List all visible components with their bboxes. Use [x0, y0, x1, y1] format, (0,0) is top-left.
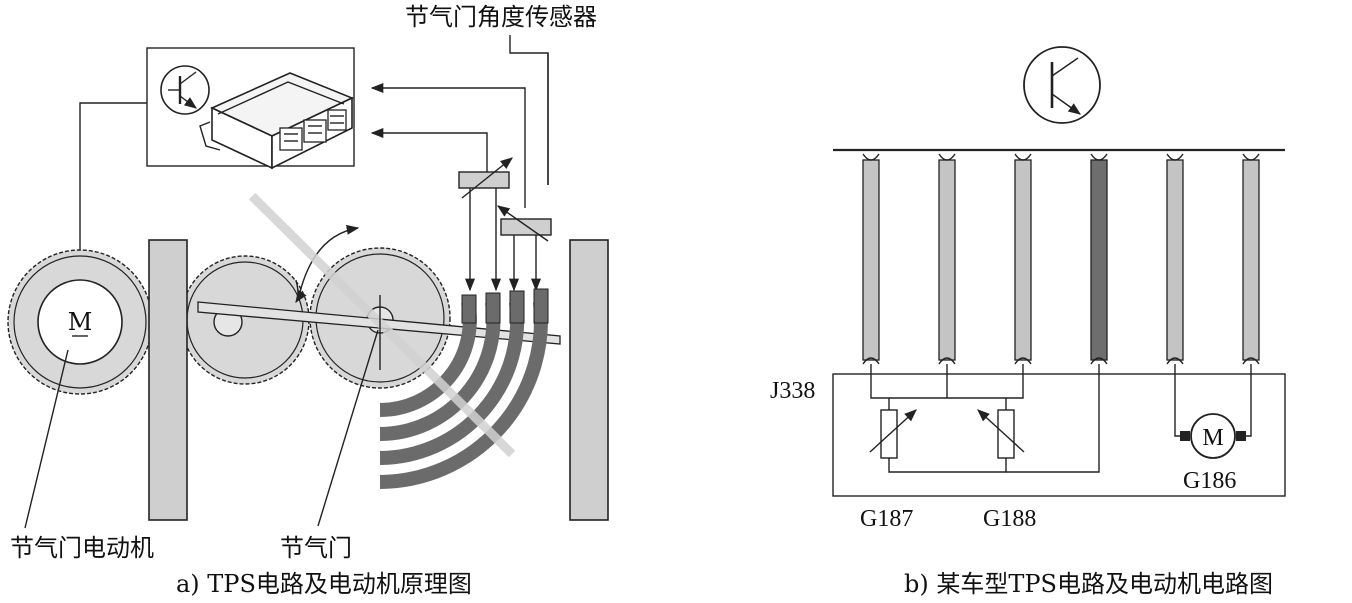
ecu-transistor-icon — [160, 65, 210, 115]
sensor-circuit — [869, 364, 1100, 473]
left-caption: a) TPS电路及电动机原理图 — [176, 570, 472, 598]
right-diagram: M J338 G187 G188 G186 b) 某车型TPS电路及电动机电路图 — [770, 46, 1286, 598]
sensor-tracks — [379, 288, 549, 489]
housing-wall-left — [148, 239, 188, 521]
sensor-signal-wire-3 — [370, 82, 526, 208]
motor-label-right: G186 — [1183, 468, 1236, 494]
motor-drive-wire — [74, 102, 147, 272]
motor-g186: M — [1174, 364, 1252, 459]
ecu-transistor-icon-right — [1023, 46, 1101, 124]
sensor-resistor-1 — [458, 157, 513, 199]
throttle-plate — [248, 192, 516, 458]
ecu-module — [199, 72, 354, 170]
sensor-resistor-2 — [496, 205, 552, 242]
motor-symbol-right: M — [1202, 425, 1223, 451]
module-j338 — [832, 373, 1286, 497]
valve-label: 节气门 — [280, 534, 352, 562]
intermediate-gear — [180, 255, 310, 385]
connector-wires — [862, 153, 1260, 365]
right-caption: b) 某车型TPS电路及电动机电路图 — [904, 570, 1273, 598]
motor-icon: M — [37, 279, 123, 365]
left-diagram: M — [7, 3, 609, 598]
sensor1-label: G187 — [860, 506, 913, 532]
motor-symbol: M — [68, 308, 93, 336]
sensor-signal-wire-1 — [509, 35, 549, 185]
rotation-arrow — [299, 224, 360, 293]
sensor-signal-wire-4 — [370, 127, 488, 172]
module-label: J338 — [770, 378, 815, 404]
motor-label: 节气门电动机 — [10, 534, 154, 562]
sensor2-label: G188 — [983, 506, 1036, 532]
sensor-label: 节气门角度传感器 — [405, 3, 597, 31]
housing-wall-right — [569, 239, 609, 521]
